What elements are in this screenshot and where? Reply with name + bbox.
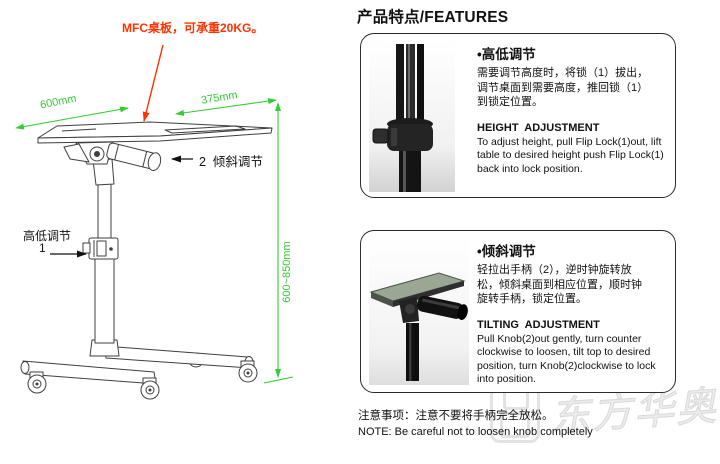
tilt-adjust-callout-label: 2 倾斜调节 bbox=[199, 155, 263, 169]
caster-right-icon bbox=[238, 360, 258, 383]
table-line-drawing bbox=[15, 44, 294, 400]
feature1-body-en: To adjust height, pull Flip Lock(1)out, … bbox=[477, 135, 664, 175]
height-adjust-callout-number: 1 bbox=[39, 241, 46, 255]
flip-lock-collar bbox=[372, 118, 433, 151]
tilt-knob-icon bbox=[106, 142, 162, 171]
note-cn: 注意事项：注意不要将手柄完全放松。 bbox=[358, 410, 554, 422]
tabletop-edge bbox=[37, 127, 273, 144]
dimension-height-label: 600~850mm bbox=[281, 241, 293, 303]
feature1-heading-en: HEIGHT ADJUSTMENT bbox=[477, 121, 600, 134]
feature-box-tilt: •倾斜调节 轻拉出手柄（2），逆时钟旋转放 松，倾斜桌面到相应位置，顺时钟 旋转… bbox=[360, 230, 676, 393]
tilt-knob-photo bbox=[369, 237, 469, 390]
dim-height-tick bbox=[263, 376, 294, 384]
pole-photo-tubes bbox=[396, 44, 424, 124]
feature1-heading-cn: •高低调节 bbox=[477, 47, 536, 62]
note-en: NOTE: Be careful not to loosen knob comp… bbox=[358, 426, 593, 438]
tabletop-tray-ridge bbox=[164, 125, 246, 134]
feature-box-height: •高低调节 需要调节高度时，将锁（1）拔出， 调节桌面到需要高度，推回锁（1） … bbox=[360, 33, 676, 198]
feature1-cn-line: 调节桌面到需要高度，推回锁（1） bbox=[477, 81, 649, 94]
dim-depth-line bbox=[175, 98, 277, 116]
feature2-cn-line: 松，倾斜桌面到相应位置，顺时钟 bbox=[477, 278, 642, 291]
dim-width-line bbox=[15, 106, 129, 130]
feature2-heading-en: TILTING ADJUSTMENT bbox=[477, 318, 600, 331]
height-lock-clamp bbox=[82, 237, 119, 260]
feature2-cn-line: 旋转手柄，锁定位置。 bbox=[477, 293, 587, 305]
desk-drawing bbox=[20, 121, 273, 400]
dimension-lines bbox=[15, 98, 294, 384]
feature2-heading-cn: •倾斜调节 bbox=[477, 244, 536, 259]
feature2-body-en: Pull Knob(2)out gently, turn counter clo… bbox=[477, 332, 656, 386]
flip-lock-photo bbox=[369, 40, 455, 197]
base-rear-leg bbox=[103, 345, 251, 369]
pole-inner-tube bbox=[97, 181, 112, 241]
callout-arrows bbox=[50, 155, 193, 258]
features-title: 产品特点/FEATURES bbox=[357, 9, 509, 26]
feature1-cn-line: 到锁定位置。 bbox=[477, 96, 543, 108]
caster-center-icon bbox=[140, 377, 160, 400]
height-adjust-callout-label: 高低调节 bbox=[23, 229, 72, 243]
caster-left-icon bbox=[27, 371, 47, 394]
feature1-cn-line: 需要调节高度时，将锁（1）拔出， bbox=[477, 67, 649, 79]
pole-outer-tube bbox=[94, 257, 115, 344]
feature2-cn-line: 轻拉出手柄（2），逆时钟旋转放 bbox=[477, 264, 632, 276]
load-capacity-note: MFC桌板，可承重20KG。 bbox=[122, 21, 264, 35]
tilt-knob-handle bbox=[417, 295, 468, 321]
red-leader-arrow bbox=[142, 44, 164, 122]
